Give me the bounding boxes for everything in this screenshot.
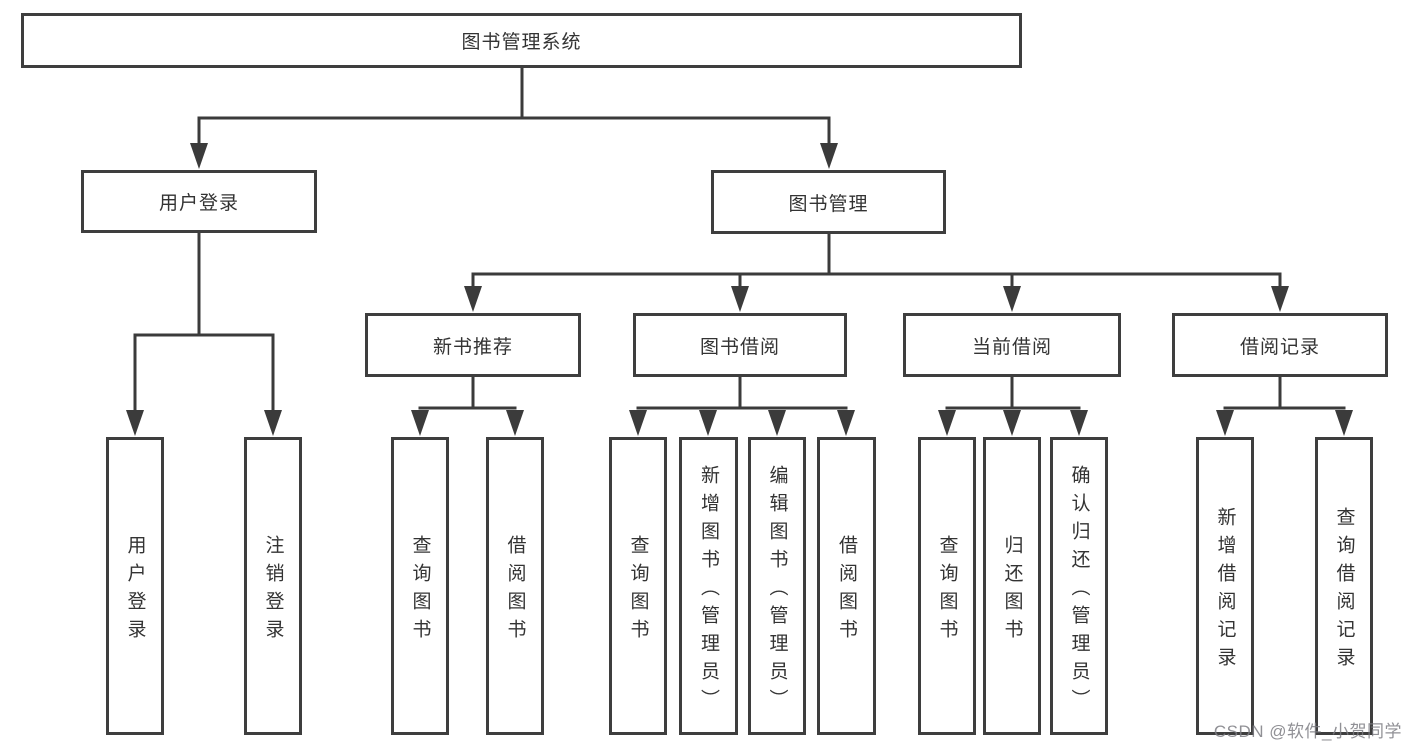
leaf-logout: 注销登录 — [244, 437, 302, 735]
leaf-return-books: 归还图书 — [983, 437, 1041, 735]
leaf-confirm-return-admin-label: 确认归还（管理员） — [1068, 464, 1090, 717]
leaf-query-borrow-record-label: 查询借阅记录 — [1333, 506, 1355, 675]
leaf-borrow-books-1: 借阅图书 — [486, 437, 544, 735]
node-new-book-recommend: 新书推荐 — [365, 313, 581, 377]
leaf-query-books-1-label: 查询图书 — [409, 534, 431, 647]
node-current-borrowing: 当前借阅 — [903, 313, 1121, 377]
leaf-query-books-2: 查询图书 — [609, 437, 667, 735]
watermark: CSDN @软件_小贺同学 — [1213, 722, 1402, 741]
leaf-confirm-return-admin: 确认归还（管理员） — [1050, 437, 1108, 735]
node-book-borrowing: 图书借阅 — [633, 313, 847, 377]
node-root: 图书管理系统 — [21, 13, 1022, 68]
leaf-query-books-3: 查询图书 — [918, 437, 976, 735]
leaf-query-books-3-label: 查询图书 — [936, 534, 958, 647]
leaf-add-borrow-record: 新增借阅记录 — [1196, 437, 1254, 735]
node-borrowing-records: 借阅记录 — [1172, 313, 1388, 377]
leaf-borrow-books-2: 借阅图书 — [817, 437, 876, 735]
leaf-logout-label: 注销登录 — [262, 534, 284, 647]
leaf-add-books-admin: 新增图书（管理员） — [679, 437, 738, 735]
leaf-edit-books-admin-label: 编辑图书（管理员） — [766, 464, 788, 717]
leaf-return-books-label: 归还图书 — [1001, 534, 1023, 647]
leaf-user-login: 用户登录 — [106, 437, 164, 735]
leaf-edit-books-admin: 编辑图书（管理员） — [748, 437, 806, 735]
leaf-borrow-books-1-label: 借阅图书 — [504, 534, 526, 647]
leaf-add-books-admin-label: 新增图书（管理员） — [698, 464, 719, 717]
leaf-user-login-label: 用户登录 — [124, 534, 146, 647]
leaf-borrow-books-2-label: 借阅图书 — [836, 534, 857, 647]
node-book-management: 图书管理 — [711, 170, 946, 234]
leaf-query-books-1: 查询图书 — [391, 437, 449, 735]
leaf-query-books-2-label: 查询图书 — [627, 534, 649, 647]
leaf-add-borrow-record-label: 新增借阅记录 — [1214, 506, 1236, 675]
node-user-login: 用户登录 — [81, 170, 317, 233]
leaf-query-borrow-record: 查询借阅记录 — [1315, 437, 1373, 735]
